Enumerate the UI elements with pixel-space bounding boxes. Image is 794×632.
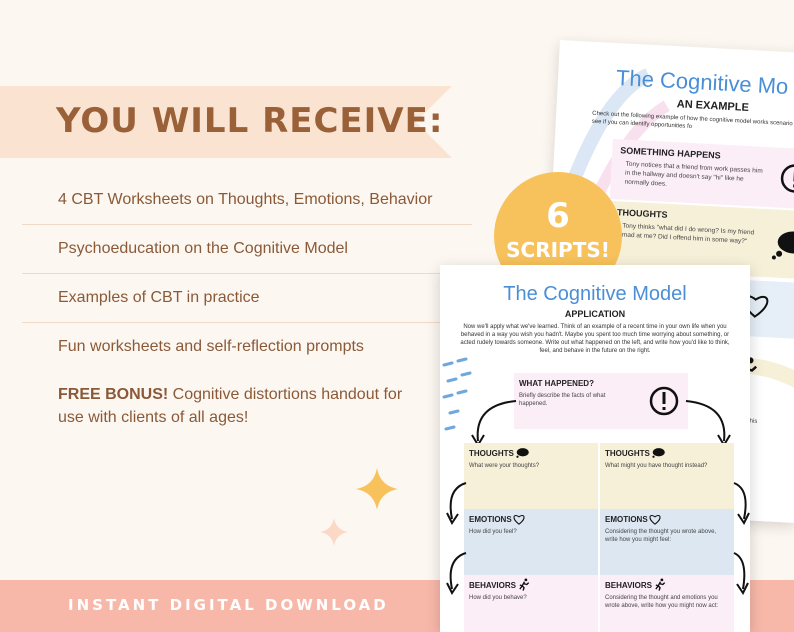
badge-number: 6 xyxy=(546,196,570,236)
front-page-subtitle: APPLICATION xyxy=(564,309,626,319)
box-text: Tony thinks "what did I do wrong? Is my … xyxy=(621,222,755,246)
cell-heading: BEHAVIORS xyxy=(469,581,516,590)
cell-prompt: How did you behave? xyxy=(469,595,527,601)
running-person-icon xyxy=(519,578,530,591)
box-text: Briefly describe the facts of what happe… xyxy=(519,393,606,407)
cell-heading: BEHAVIORS xyxy=(605,581,652,590)
something-happens-box: SOMETHING HAPPENS Tony notices that a fr… xyxy=(609,138,794,210)
cell-prompt: What might you have thought instead? xyxy=(605,463,708,469)
heart-icon xyxy=(513,514,525,525)
box-heading: SOMETHING HAPPENS xyxy=(620,145,721,161)
emotions-left-cell: EMOTIONS How did you feel? xyxy=(464,509,598,575)
bonus-description: Cognitive distortions handout for use wi… xyxy=(58,386,403,426)
sparkle-icon xyxy=(320,518,348,546)
cell-heading: THOUGHTS xyxy=(605,449,650,458)
exclamation-icon xyxy=(780,164,794,193)
thought-cloud-icon xyxy=(771,231,794,260)
thoughts-right-cell: THOUGHTS What might you have thought ins… xyxy=(600,443,734,509)
cell-prompt: Considering the thought and emotions you… xyxy=(605,595,719,609)
arrow-icon xyxy=(446,552,467,595)
headline-banner xyxy=(0,86,452,158)
badge-word: SCRIPTS! xyxy=(506,238,610,262)
footer-text: INSTANT DIGITAL DOWNLOAD xyxy=(68,596,389,614)
heart-icon xyxy=(649,514,661,525)
exclamation-icon xyxy=(649,386,679,416)
behaviors-right-cell: BEHAVIORS Considering the thought and em… xyxy=(600,575,734,632)
front-page-title: The Cognitive Model xyxy=(503,283,687,305)
sparkle-icon xyxy=(356,468,398,510)
behaviors-left-cell: BEHAVIORS How did you behave? xyxy=(464,575,598,632)
decorative-dashes xyxy=(442,357,472,431)
what-happened-box: WHAT HAPPENED? Briefly describe the fact… xyxy=(514,373,688,429)
running-person-icon xyxy=(655,578,666,591)
list-item: Examples of CBT in practice xyxy=(22,274,472,323)
cell-heading: THOUGHTS xyxy=(469,449,514,458)
cell-heading: EMOTIONS xyxy=(469,515,512,524)
worksheet-preview-application: The Cognitive Model APPLICATION Now we'l… xyxy=(440,265,750,632)
cell-heading: EMOTIONS xyxy=(605,515,648,524)
emotions-right-cell: EMOTIONS Considering the thought you wro… xyxy=(600,509,734,575)
arrow-icon xyxy=(446,482,467,525)
list-item: 4 CBT Worksheets on Thoughts, Emotions, … xyxy=(22,176,472,225)
thought-cloud-icon xyxy=(516,448,529,458)
thoughts-left-cell: THOUGHTS What were your thoughts? xyxy=(464,443,598,509)
bonus-text: FREE BONUS! Cognitive distortions handou… xyxy=(58,383,418,429)
front-page-intro: Now we'll apply what we've learned. Thin… xyxy=(460,324,730,354)
cell-prompt: How did you feel? xyxy=(469,529,517,535)
list-item: Psychoeducation on the Cognitive Model xyxy=(22,225,472,274)
cell-prompt: What were your thoughts? xyxy=(469,463,540,469)
feature-list: 4 CBT Worksheets on Thoughts, Emotions, … xyxy=(22,176,472,371)
box-heading: THOUGHTS xyxy=(616,207,668,220)
arrow-icon xyxy=(733,482,750,525)
arrow-icon xyxy=(733,552,749,595)
headline: YOU WILL RECEIVE: xyxy=(56,101,444,141)
box-heading: WHAT HAPPENED? xyxy=(519,379,594,388)
box-text: Tony notices that a friend from work pas… xyxy=(624,160,763,188)
list-item: Fun worksheets and self-reflection promp… xyxy=(58,338,364,355)
bonus-label: FREE BONUS! xyxy=(58,386,169,403)
cell-prompt: Considering the thought you wrote above,… xyxy=(605,529,717,543)
thought-cloud-icon xyxy=(652,448,665,458)
